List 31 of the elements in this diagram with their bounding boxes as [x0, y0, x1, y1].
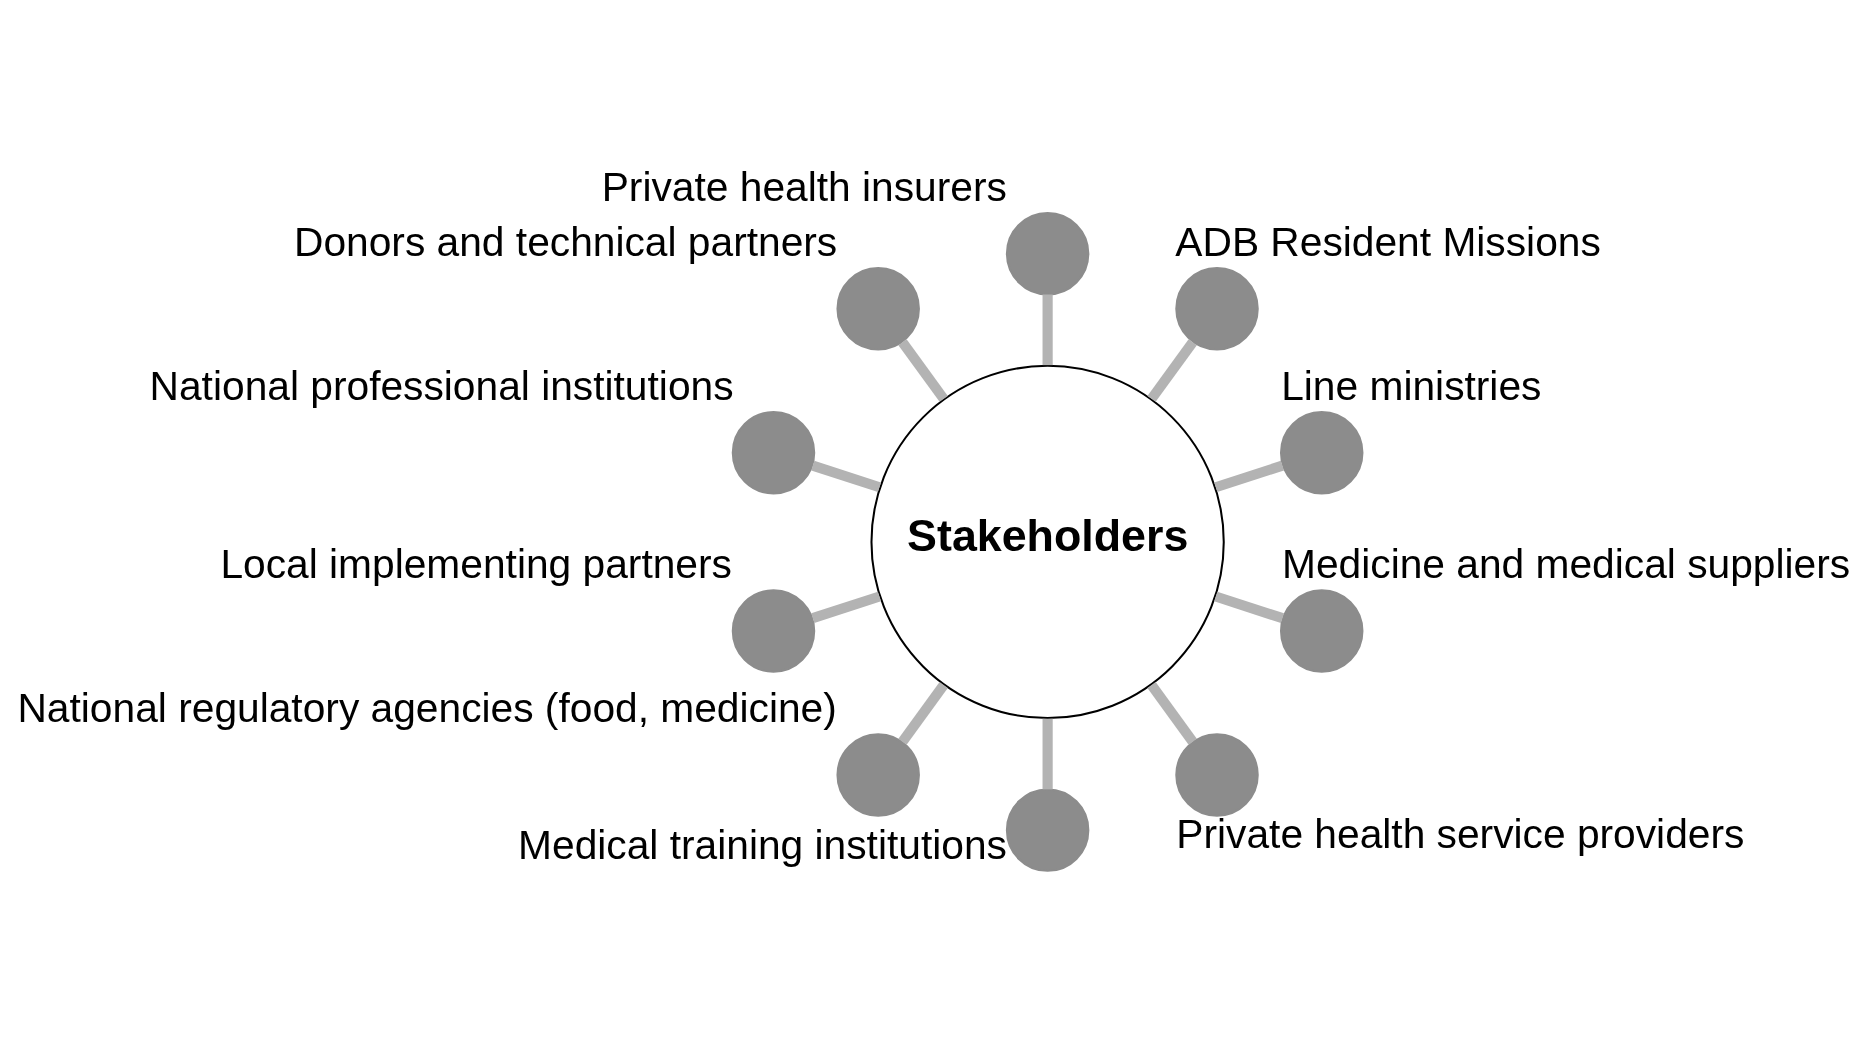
- node-circle: [1280, 589, 1364, 673]
- node-circle: [1175, 266, 1259, 351]
- connector: [1042, 294, 1053, 366]
- node-label: Donors and technical partners: [294, 218, 838, 265]
- node-circle: [836, 733, 920, 817]
- connector: [811, 591, 882, 624]
- node-label: ADB Resident Missions: [1175, 218, 1601, 265]
- node-label: Local implementing partners: [220, 541, 732, 588]
- connector: [1214, 591, 1284, 624]
- connector: [898, 681, 948, 745]
- node-label: Medical training institutions: [518, 821, 1007, 868]
- connector: [1214, 460, 1284, 493]
- node-circle: [731, 589, 816, 673]
- node-circle: [1175, 733, 1259, 817]
- connector: [1147, 339, 1197, 402]
- connector: [898, 339, 948, 402]
- node-label: Private health service providers: [1176, 811, 1745, 858]
- node-circle: [1005, 211, 1090, 296]
- node-label: Line ministries: [1281, 362, 1542, 409]
- node-label: Medicine and medical suppliers: [1282, 541, 1851, 588]
- node-circle: [1005, 788, 1090, 872]
- node-label: National regulatory agencies (food, medicine): [17, 685, 837, 732]
- node-circle: [1280, 411, 1364, 495]
- node-label: Private health insurers: [601, 163, 1007, 210]
- connector: [811, 460, 882, 493]
- node-label: National professional institutions: [149, 362, 734, 409]
- connector: [1042, 718, 1053, 790]
- node-circle: [731, 411, 816, 495]
- node-circle: Stakeholders: [870, 364, 1225, 720]
- node-circle: [836, 266, 920, 351]
- connector: [1147, 681, 1197, 745]
